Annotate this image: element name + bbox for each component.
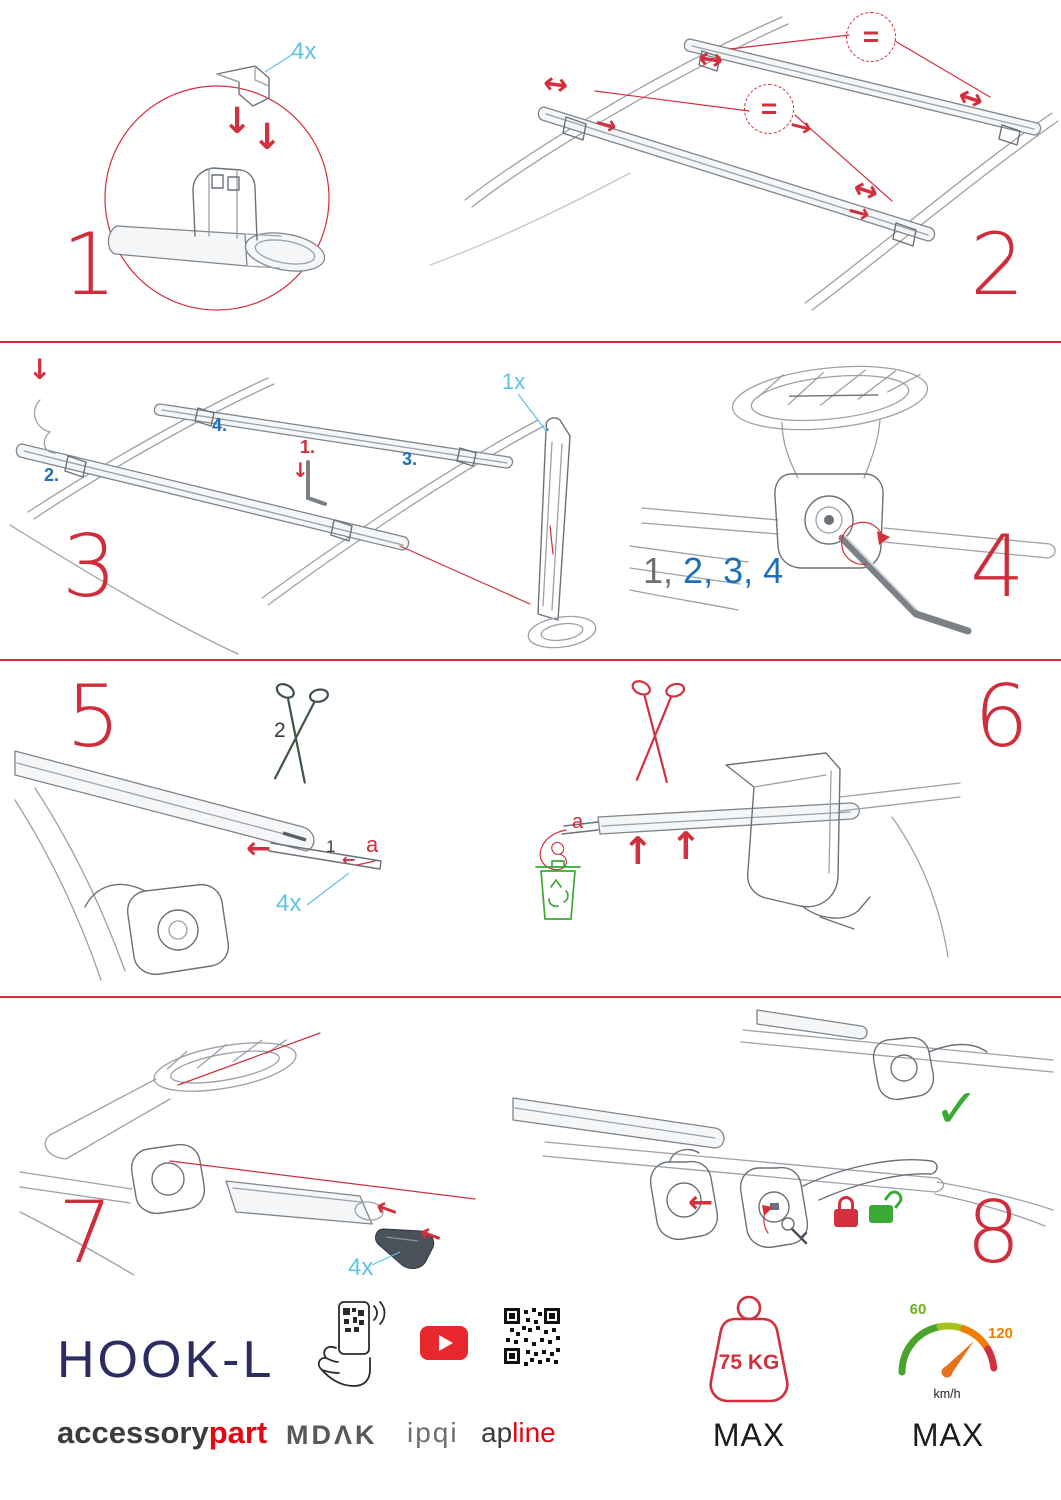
step-number-8: 8	[966, 1183, 1021, 1283]
speedometer-icon: 60 120 km/h	[898, 1301, 1013, 1401]
brand-left: accessory	[57, 1415, 209, 1450]
qr-code	[504, 1308, 560, 1366]
strip-label: a	[572, 811, 584, 833]
phone-qr-icon	[317, 1301, 386, 1387]
logo-apline: apline	[481, 1419, 556, 1447]
brand-logo: accessorypart	[57, 1417, 267, 1448]
logo-apline-left: ap	[481, 1417, 513, 1448]
divider	[0, 996, 1061, 998]
divider	[0, 659, 1061, 661]
equal-spacing-badge: =	[846, 12, 896, 62]
step2-diagram	[429, 16, 1059, 311]
arrow-left-icon: ←	[688, 1185, 714, 1220]
divider	[0, 341, 1061, 343]
step5-diagram	[14, 683, 382, 981]
arrow-both-icon: ↔	[695, 40, 726, 79]
unlocked-padlock-icon	[868, 1187, 906, 1226]
step-number-3: 3	[62, 517, 117, 617]
quantity-label: 4x	[291, 38, 317, 65]
arrow-up-icon: ↑	[670, 824, 702, 868]
equals-icon: =	[862, 21, 880, 52]
quantity-label: 4x	[276, 890, 302, 917]
step-number-2: 2	[970, 215, 1025, 315]
quantity-label: 1x	[502, 369, 526, 394]
step-number-6: 6	[974, 667, 1029, 767]
step6-diagram	[535, 680, 961, 958]
step1-diagram	[104, 53, 330, 311]
trash-bin-icon	[535, 860, 581, 920]
speed-unit-label: km/h	[933, 1387, 960, 1401]
arrow-left-icon: ←	[342, 850, 356, 869]
sequence-todo: 2, 3, 4	[683, 550, 784, 591]
step-number-4: 4	[970, 517, 1025, 617]
weight-value: 75 KG	[719, 1351, 780, 1374]
substep-label-1: 1.	[300, 437, 316, 457]
step-number-7: 7	[58, 1183, 113, 1283]
weight-max-label: MAX	[712, 1417, 786, 1453]
sequence-done: 1,	[643, 550, 674, 591]
padlock-body	[834, 1209, 858, 1227]
logo-mdak: MDΛK	[286, 1420, 378, 1450]
locked-padlock-icon	[833, 1196, 859, 1230]
check-icon: ✓	[934, 1077, 980, 1140]
product-name: HOOK-L	[57, 1331, 275, 1389]
arrow-down-icon: ↓	[28, 353, 52, 386]
step7-diagram	[19, 1032, 476, 1276]
youtube-icon	[420, 1326, 468, 1360]
step3-diagram	[9, 377, 597, 655]
brand-right: part	[208, 1415, 268, 1450]
step-number-1: 1	[62, 215, 117, 315]
step4-diagram	[629, 365, 1056, 635]
sequence-label: 1, 2, 3, 4	[643, 553, 783, 589]
strip-label: a	[366, 832, 379, 857]
arrow-both-icon: ↔	[540, 65, 571, 104]
arrow-down-icon: ↓	[252, 117, 283, 158]
insert-order-label: 1	[326, 837, 336, 856]
cut-order-label: 2	[274, 719, 286, 742]
padlock-body	[869, 1205, 893, 1223]
substep-label-2: 2.	[44, 465, 60, 485]
weight-limit-icon: 75 KG	[709, 1295, 789, 1403]
padlock-shackle	[838, 1196, 854, 1211]
logo-apline-right: line	[512, 1417, 556, 1448]
quantity-label: 4x	[348, 1254, 374, 1281]
speed-min-label: 60	[910, 1301, 927, 1318]
arrow-left-icon: ←	[246, 831, 272, 866]
logo-ipqi: ipqi	[407, 1417, 459, 1448]
arrow-up-icon: ↑	[622, 829, 654, 873]
substep-label-4: 4.	[212, 415, 228, 435]
equal-spacing-badge: =	[744, 84, 794, 134]
speed-max-value-label: 120	[988, 1325, 1013, 1342]
step-number-5: 5	[66, 667, 121, 767]
substep-label-3: 3.	[402, 449, 418, 469]
equals-icon: =	[760, 93, 778, 124]
arrow-down-icon: ↓	[292, 458, 309, 482]
arrow-down-icon: ↓	[222, 101, 253, 142]
speed-max-label: MAX	[911, 1417, 985, 1453]
step8-diagram	[512, 1009, 1054, 1249]
